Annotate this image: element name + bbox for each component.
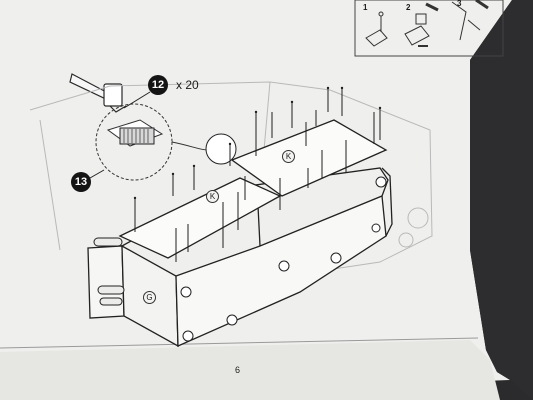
sheet-lower-edge <box>0 340 500 400</box>
detail-circle <box>89 91 237 181</box>
board-label-k-front: K <box>206 190 219 203</box>
inset-step-1-label: 1 <box>363 3 368 12</box>
page-number: 6 <box>235 365 241 375</box>
nail-heads <box>133 86 382 200</box>
part-callout-13: 13 <box>71 172 91 192</box>
table-shadow <box>470 0 533 400</box>
cam-cylinders <box>93 237 125 306</box>
panel-label-g: G <box>143 291 156 304</box>
nail-guide-lines <box>134 88 381 262</box>
inset-box <box>354 0 504 57</box>
cam-holes <box>180 176 387 342</box>
inset-step-2-drawing <box>404 2 439 47</box>
quantity-label: x 20 <box>176 78 199 92</box>
inset-step-2-label: 2 <box>406 3 411 12</box>
inset-step-3-label: 3 <box>457 0 462 8</box>
cabinet-frame <box>87 119 393 348</box>
part-callout-12: 12 <box>148 75 168 95</box>
inset-step-3-drawing <box>451 0 489 41</box>
board-label-k-back: K <box>282 150 295 163</box>
inset-step-1-drawing <box>365 11 388 47</box>
footer-rule <box>0 337 479 349</box>
hammer-illustration <box>69 73 127 113</box>
